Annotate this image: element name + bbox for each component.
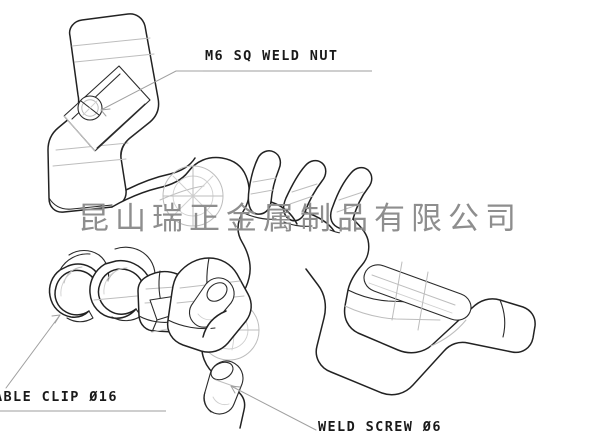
leader-line-weld-screw	[230, 385, 317, 431]
embossed-dome-upper	[162, 165, 224, 227]
callout-label-weld-screw: WELD SCREW Ø6	[318, 419, 442, 435]
callout-label-weld-nut: M6 SQ WELD NUT	[205, 48, 339, 64]
weld-screw-stud	[202, 310, 244, 415]
plate-cylindrical-boss	[188, 277, 235, 328]
leader-line-weld-nut	[100, 70, 204, 111]
leader-lines	[5, 70, 317, 431]
square-weld-nut	[63, 65, 151, 152]
callout-underlines	[0, 70, 372, 412]
central-bent-plate	[166, 257, 252, 353]
upper-finger-tabs	[245, 150, 373, 235]
leader-line-cable-clip	[5, 314, 61, 389]
right-wing-arm	[305, 218, 536, 396]
callout-label-cable-clip: ABLE CLIP Ø16	[0, 389, 118, 405]
wing-slot-feature	[363, 261, 472, 331]
